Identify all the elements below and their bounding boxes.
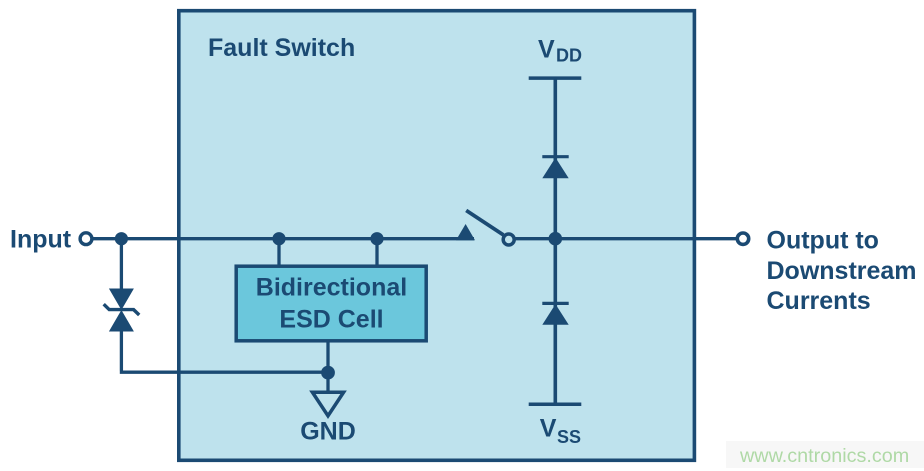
svg-text:SS: SS bbox=[557, 427, 581, 447]
svg-text:Input: Input bbox=[10, 226, 72, 254]
svg-text:Fault Switch: Fault Switch bbox=[208, 34, 355, 62]
svg-text:ESD Cell: ESD Cell bbox=[279, 305, 383, 333]
svg-text:V: V bbox=[540, 415, 557, 443]
svg-text:DD: DD bbox=[556, 46, 582, 66]
svg-text:GND: GND bbox=[300, 418, 356, 446]
svg-text:Currents: Currents bbox=[767, 287, 871, 315]
svg-text:www.cntronics.com: www.cntronics.com bbox=[739, 445, 909, 467]
svg-text:Output to: Output to bbox=[767, 227, 879, 255]
svg-text:Downstream: Downstream bbox=[767, 257, 917, 285]
svg-text:Bidirectional: Bidirectional bbox=[256, 274, 407, 302]
svg-text:V: V bbox=[538, 35, 555, 63]
